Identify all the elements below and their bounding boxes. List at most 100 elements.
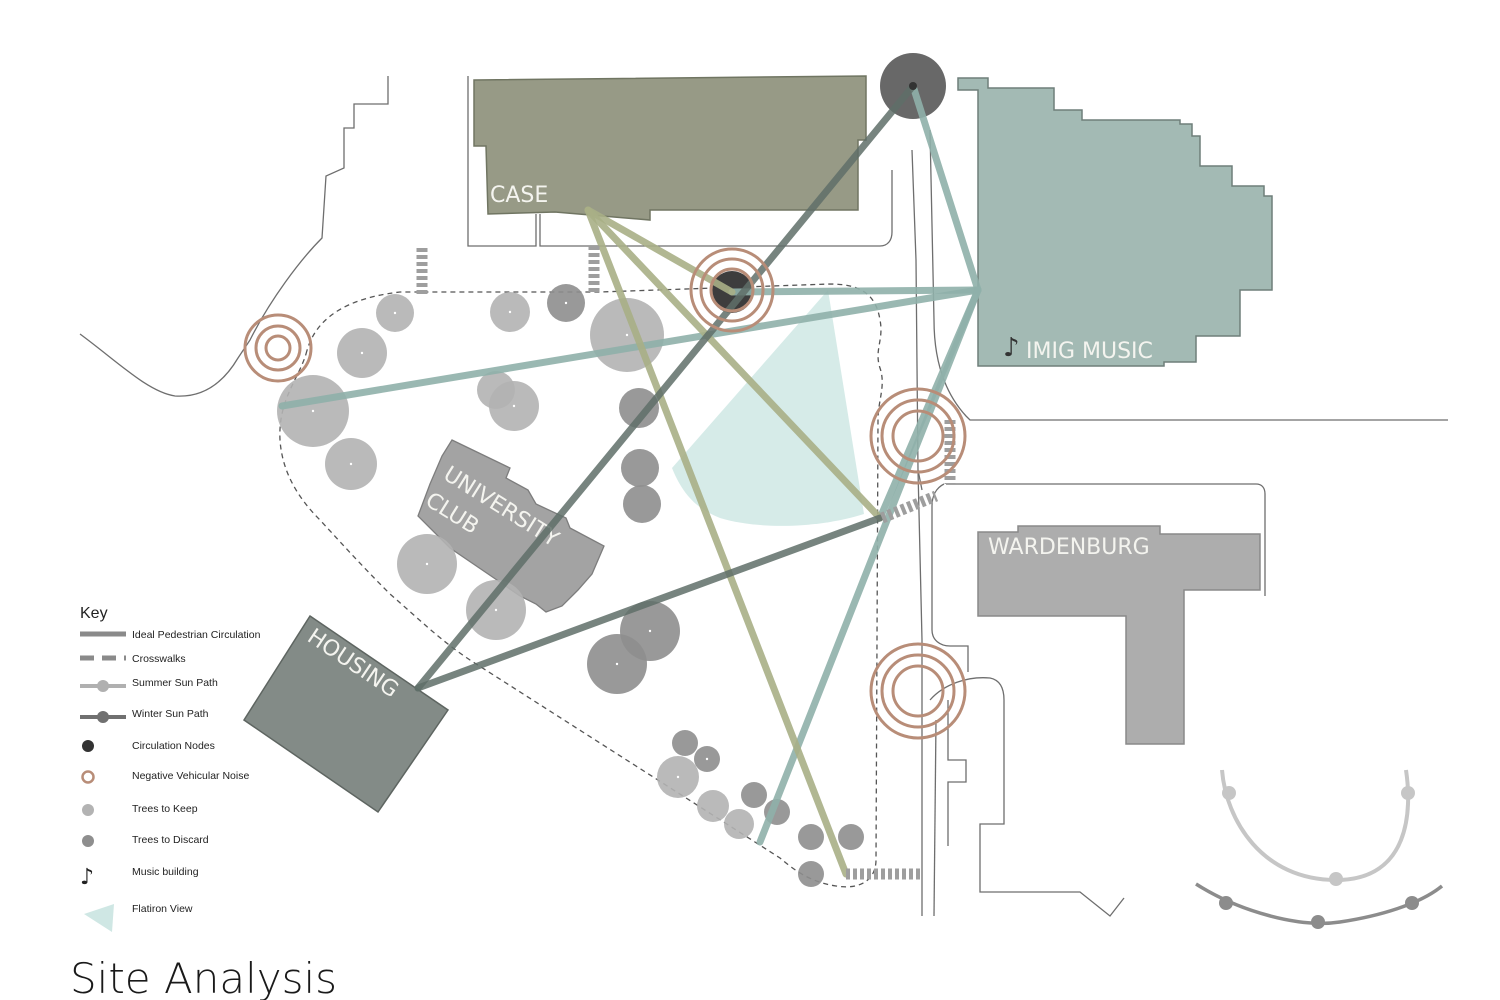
south-building-outline	[947, 700, 967, 846]
tree-dot	[564, 301, 568, 305]
noise-ring	[891, 664, 945, 718]
tree-keep	[697, 790, 729, 822]
key-item-noise: Negative Vehicular Noise	[132, 770, 249, 782]
tree-dot	[512, 404, 516, 408]
summer-sun-point	[1401, 786, 1415, 800]
tree-discard	[798, 824, 824, 850]
key-item-trees-discard: Trees to Discard	[132, 834, 209, 846]
summer-sun-line-icon-dot	[97, 680, 109, 692]
west-street-outline	[79, 76, 389, 397]
noise-ring	[891, 409, 945, 463]
key-item-winter-sun: Winter Sun Path	[132, 708, 209, 720]
key-item-circulation-nodes: Circulation Nodes	[132, 740, 215, 752]
case-label: CASE	[490, 183, 548, 208]
noise-ring	[243, 313, 313, 383]
flatiron-view-wedge	[672, 290, 864, 526]
winter-sun-paths	[414, 82, 917, 692]
wardenburg-building	[977, 525, 1261, 745]
music-note-icon: ♪	[1003, 333, 1020, 363]
tree-dot	[615, 662, 619, 666]
pedestrian-path	[909, 82, 982, 294]
south-lot-outline	[929, 677, 1125, 917]
tree-discard-icon	[82, 835, 94, 847]
tree-discard	[741, 782, 767, 808]
pedestrian-path	[278, 286, 982, 410]
winter-sun-point	[1405, 896, 1419, 910]
circulation-node-north-dot	[909, 82, 917, 90]
tree-dot	[648, 629, 652, 633]
tree-dot	[494, 608, 498, 612]
tree-keep-icon	[82, 804, 94, 816]
tree-dot	[360, 351, 364, 355]
pedestrian-circulation-paths	[278, 82, 982, 846]
tree-dot	[311, 409, 315, 413]
tree-keep	[724, 809, 754, 839]
center-street-south	[917, 469, 923, 916]
winter-sun-path	[414, 82, 917, 692]
key-item-flatiron-view: Flatiron View	[132, 903, 193, 915]
noise-ring	[880, 653, 956, 729]
summer-sun-path	[584, 206, 850, 878]
page-title: Site Analysis	[70, 954, 337, 1000]
noise-ring-east	[869, 387, 967, 485]
noise-ring	[869, 642, 967, 740]
noise-ring	[689, 247, 775, 333]
winter-sun-path	[414, 514, 884, 692]
imig-music-label: IMIG MUSIC	[1026, 339, 1153, 364]
tree-dot	[393, 311, 397, 315]
imig-music-building	[957, 77, 1273, 367]
summer-sun-path	[584, 206, 736, 296]
center-street-south-west	[933, 719, 937, 917]
summer-sun-arc	[1220, 769, 1411, 883]
winter-sun-point	[1219, 896, 1233, 910]
noise-ring-west	[243, 313, 313, 383]
crosswalk	[879, 490, 939, 524]
tree-dot	[676, 775, 680, 779]
university-club-building	[417, 439, 605, 613]
summer-sun-point	[1222, 786, 1236, 800]
noise-ring	[699, 257, 765, 323]
key-title: Key	[80, 605, 108, 622]
tree-dot	[705, 757, 709, 761]
music-note-key-icon: ♪	[80, 865, 94, 890]
tree-dot	[508, 310, 512, 314]
center-street-west	[911, 149, 923, 491]
case-building	[473, 75, 867, 221]
tree-discard	[838, 824, 864, 850]
tree-center-dots	[311, 301, 709, 779]
tree-dot	[425, 562, 429, 566]
winter-sun-line-icon-dot	[97, 711, 109, 723]
noise-ring-icon	[81, 770, 95, 784]
key-item-crosswalks: Crosswalks	[132, 653, 186, 665]
wardenburg-curb	[931, 483, 1266, 672]
housing-building	[242, 614, 450, 814]
summer-sun-paths	[584, 206, 884, 878]
key-item-summer-sun: Summer Sun Path	[132, 677, 218, 689]
wardenburg-label: WARDENBURG	[988, 535, 1150, 560]
tree-discard	[619, 388, 659, 428]
case-curb-outline	[467, 76, 537, 247]
key-item-trees-keep: Trees to Keep	[132, 803, 198, 815]
summer-sun-point	[1329, 872, 1343, 886]
noise-ring	[709, 267, 755, 313]
tree-dot	[625, 333, 629, 337]
map-key: Key Ideal Pedestrian Circulation Crosswa…	[80, 605, 261, 932]
summer-sun-path	[584, 206, 884, 522]
tree-discard	[621, 449, 659, 487]
tree-discard	[798, 861, 824, 887]
key-item-music-building: Music building	[132, 866, 199, 878]
sun-path-diagram	[1195, 769, 1444, 929]
noise-ring	[254, 324, 302, 372]
case-parking-outline	[539, 170, 893, 247]
noise-ring-center	[689, 247, 775, 333]
key-item-pedestrian: Ideal Pedestrian Circulation	[132, 629, 261, 641]
winter-sun-point	[1311, 915, 1325, 929]
noise-ring	[869, 387, 967, 485]
noise-ring	[264, 334, 292, 362]
pedestrian-path	[728, 286, 982, 296]
tree-dot	[349, 462, 353, 466]
tree-discard	[672, 730, 698, 756]
view-wedge-icon	[84, 904, 114, 932]
noise-ring-south	[869, 642, 967, 740]
